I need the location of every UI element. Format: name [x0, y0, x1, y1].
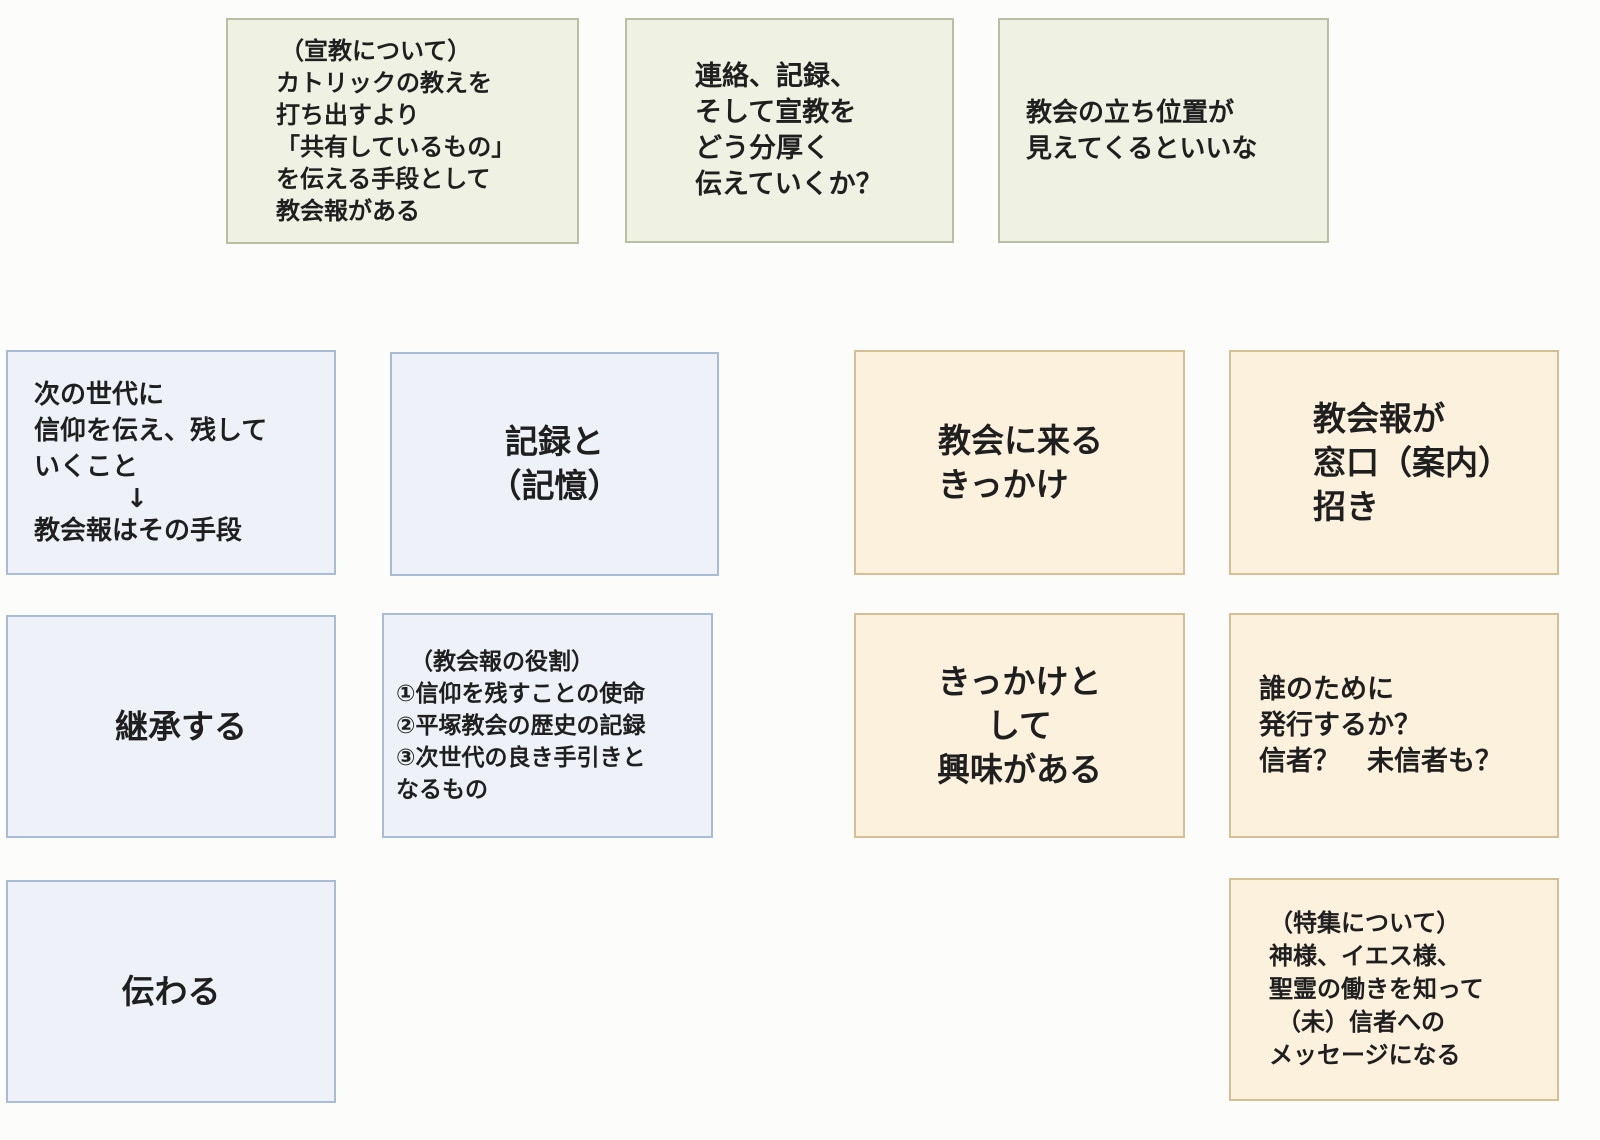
note-feature: （特集について） 神様、イエス様、 聖霊の働きを知って （未）信者への メッセー…: [1229, 878, 1559, 1101]
note-line: 打ち出すより: [276, 101, 420, 129]
note-line: ③次世代の良き手引きと: [396, 744, 646, 771]
note-line: （記憶）: [488, 466, 621, 505]
note-reason-to-come: 教会に来る きっかけ: [854, 350, 1185, 575]
note-record-memory: 記録と （記憶）: [390, 352, 719, 576]
note-line: 伝えていくか？: [695, 168, 883, 200]
note-contact-record: 連絡、記録、 そして宣教を どう分厚く 伝えていくか？: [625, 18, 954, 243]
note-line: （特集について）: [1269, 909, 1461, 937]
note-line: （未）信者への: [1277, 1008, 1445, 1036]
note-line: 神様、イエス様、: [1269, 942, 1461, 970]
note-line: 誰のために: [1259, 673, 1394, 705]
note-line: 次の世代に: [34, 379, 165, 410]
note-line: 継承する: [115, 706, 247, 746]
note-line: 教会の立ち位置が: [1026, 97, 1235, 128]
note-next-generation: 次の世代に 信仰を伝え、残して いくこと ↓ 教会報はその手段: [6, 350, 336, 575]
note-line: 信者？ 未信者も？: [1259, 745, 1502, 777]
note-for-whom: 誰のために 発行するか？ 信者？ 未信者も？: [1229, 613, 1559, 838]
note-line: して: [986, 705, 1052, 745]
note-line: 教会に来る: [938, 420, 1103, 460]
note-line: 教会報がある: [276, 197, 420, 225]
note-line: 連絡、記録、: [695, 60, 857, 92]
note-line: 伝わる: [121, 971, 221, 1011]
note-line: 招き: [1313, 486, 1379, 526]
note-line: 教会報はその手段: [34, 515, 243, 546]
note-church-position: 教会の立ち位置が 見えてくるといいな: [998, 18, 1329, 243]
note-line: メッセージになる: [1269, 1041, 1461, 1069]
note-line: 信仰を伝え、残して: [34, 415, 268, 446]
note-line: なるもの: [396, 776, 488, 803]
note-line: を伝える手段として: [276, 165, 491, 193]
note-line: 聖霊の働きを知って: [1269, 975, 1484, 1003]
note-preaching: （宣教について） カトリックの教えを 打ち出すより 「共有しているもの」 を伝え…: [226, 18, 579, 244]
note-role: （教会報の役割） ①信仰を残すことの使命 ②平塚教会の歴史の記録 ③次世代の良き…: [382, 613, 713, 838]
note-line: ①信仰を残すことの使命: [396, 680, 646, 707]
note-line: 記録と: [505, 422, 604, 461]
note-line: （宣教について）: [280, 37, 472, 65]
note-line: ②平塚教会の歴史の記録: [396, 712, 646, 739]
note-line: 興味がある: [937, 749, 1102, 789]
note-line: （教会報の役割）: [410, 648, 594, 675]
note-line: 見えてくるといいな: [1026, 133, 1258, 164]
note-gateway: 教会報が 窓口（案内） 招き: [1229, 350, 1559, 575]
note-line: どう分厚く: [695, 132, 830, 164]
note-line: カトリックの教えを: [276, 69, 492, 97]
note-line: 発行するか？: [1259, 709, 1421, 741]
note-line: 窓口（案内）: [1313, 442, 1511, 482]
note-line: 教会報が: [1313, 398, 1445, 438]
note-line: きっかけ: [938, 464, 1069, 504]
note-interest: きっかけと して 興味がある: [854, 613, 1185, 838]
note-line: 「共有しているもの」: [276, 133, 516, 161]
note-line: きっかけと: [937, 661, 1102, 701]
down-arrow: ↓: [126, 483, 148, 514]
note-line: そして宣教を: [695, 96, 857, 128]
note-convey: 伝わる: [6, 880, 336, 1103]
note-inherit: 継承する: [6, 615, 336, 838]
note-line: いくこと: [34, 451, 139, 482]
